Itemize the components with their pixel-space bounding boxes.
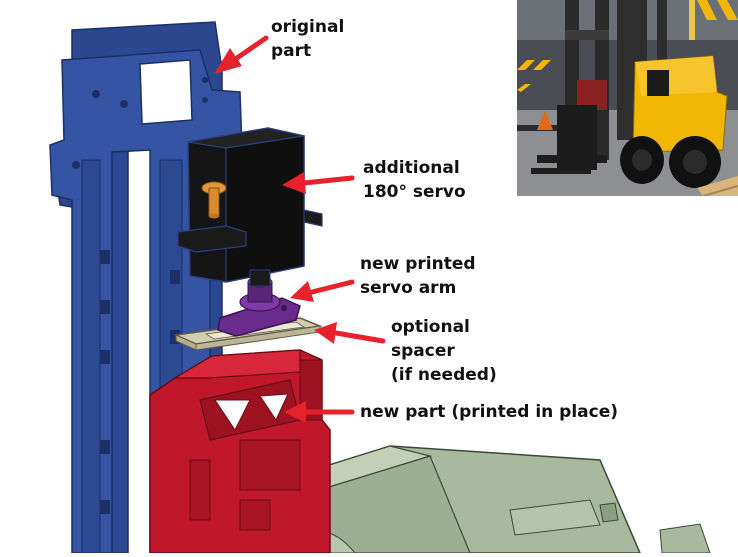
label-servo: additional 180° servo [363, 158, 466, 202]
label-new-part: new part (printed in place) [360, 402, 619, 422]
label-servo-arm: new printed servo arm [360, 254, 476, 298]
label-original-part: original part [271, 17, 345, 61]
servo-black [177, 127, 323, 287]
new-part-red [149, 349, 331, 554]
label-spacer: optional spacer (if needed) [391, 317, 497, 385]
callout-arrows [214, 35, 386, 423]
arrow-icon-spacer [314, 322, 386, 344]
inset-photo [517, 0, 738, 196]
forklift-render-icon [517, 0, 738, 196]
arrow-icon-servo [282, 172, 355, 194]
arrow-icon-servo-arm [290, 279, 355, 302]
arrow-icon-new-part [284, 401, 355, 423]
arrow-icon-original-part [214, 35, 269, 74]
screw-icon [201, 181, 227, 219]
